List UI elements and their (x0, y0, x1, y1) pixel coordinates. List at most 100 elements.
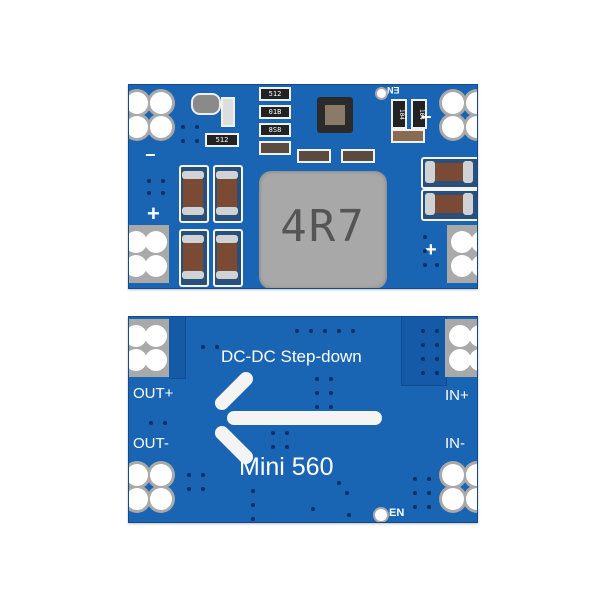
via (181, 125, 185, 129)
through-hole (150, 464, 172, 486)
copper-zone-left (169, 317, 186, 379)
via (181, 139, 185, 143)
through-hole (442, 488, 464, 510)
ceramic-capacitor-6 (433, 195, 465, 213)
ceramic-capacitor-1 (183, 175, 203, 211)
label-in-minus: IN- (445, 435, 465, 452)
cap-terminal (182, 171, 204, 179)
buck-controller-ic (317, 97, 353, 133)
through-hole (150, 116, 172, 138)
right-minus-label: − (421, 107, 432, 127)
via (187, 487, 191, 491)
cap-terminal (182, 235, 204, 243)
model-name: Mini 560 (239, 453, 334, 481)
cap-terminal (182, 271, 204, 279)
via (345, 491, 349, 495)
via (329, 391, 333, 395)
through-hole (129, 231, 147, 253)
via (435, 343, 439, 347)
via (311, 507, 315, 511)
via (161, 179, 165, 183)
ceramic-capacitor-4 (217, 239, 237, 275)
through-hole (451, 255, 473, 277)
via (285, 431, 289, 435)
via (195, 125, 199, 129)
through-hole (129, 349, 147, 371)
through-hole (129, 488, 148, 510)
via (149, 421, 153, 425)
arrow-head-upper (212, 369, 256, 413)
inductor-marking: 4R7 (280, 201, 366, 252)
through-hole (145, 231, 167, 253)
ceramic-capacitor-2 (217, 175, 237, 211)
resistor-r1 (221, 97, 235, 127)
through-hole (466, 488, 477, 510)
through-hole (466, 116, 477, 138)
left-plus-label: + (147, 201, 160, 226)
via (413, 505, 417, 509)
via (435, 263, 439, 267)
via (315, 377, 319, 381)
via (435, 371, 439, 375)
via (215, 345, 219, 349)
cap-terminal (182, 207, 204, 215)
ceramic-capacitor-3 (183, 239, 203, 275)
via (285, 445, 289, 449)
pcb-top-view: − + 512 512 01B 8S8 EN 104 104 4R7 (128, 84, 478, 289)
through-hole (451, 231, 473, 253)
via (251, 503, 255, 507)
via (427, 477, 431, 481)
via (347, 513, 351, 517)
via (413, 491, 417, 495)
through-hole (466, 464, 477, 486)
via (421, 357, 425, 361)
resistor-512-a: 512 (205, 133, 239, 147)
cap-terminal (425, 161, 435, 183)
resistor-01b: 01B (259, 105, 291, 119)
ic-thermal-pad (325, 105, 345, 125)
power-inductor: 4R7 (259, 171, 387, 288)
en-marking-top: EN (387, 85, 400, 95)
via (337, 329, 341, 333)
via (323, 329, 327, 333)
ceramic-capacitor-5 (433, 163, 465, 181)
left-minus-label: − (145, 145, 156, 165)
capacitor-small-right (391, 129, 425, 143)
via (201, 473, 205, 477)
through-hole (449, 349, 471, 371)
via (147, 179, 151, 183)
through-hole (442, 92, 464, 114)
through-hole (129, 255, 147, 277)
via (435, 329, 439, 333)
solder-jumper (191, 93, 221, 115)
through-hole (466, 92, 477, 114)
via (435, 357, 439, 361)
via (201, 487, 205, 491)
right-plus-label: + (425, 239, 437, 261)
via (251, 517, 255, 521)
cap-terminal (216, 271, 238, 279)
copper-zone-right (401, 317, 447, 386)
via (201, 345, 205, 349)
via (423, 263, 427, 267)
through-hole (129, 92, 148, 114)
via (421, 343, 425, 347)
through-hole (129, 325, 147, 347)
through-hole (145, 325, 167, 347)
cap-terminal (425, 193, 435, 215)
via (427, 491, 431, 495)
through-hole (145, 255, 167, 277)
via (427, 505, 431, 509)
capacitor-small (259, 141, 291, 155)
through-hole (442, 464, 464, 486)
through-hole (145, 349, 167, 371)
via (161, 191, 165, 195)
via (337, 481, 341, 485)
via (423, 249, 427, 253)
via (315, 405, 319, 409)
cap-terminal (463, 193, 473, 215)
through-hole (469, 349, 477, 371)
via (309, 329, 313, 333)
arrow-left-icon (227, 411, 382, 425)
through-hole (469, 325, 477, 347)
